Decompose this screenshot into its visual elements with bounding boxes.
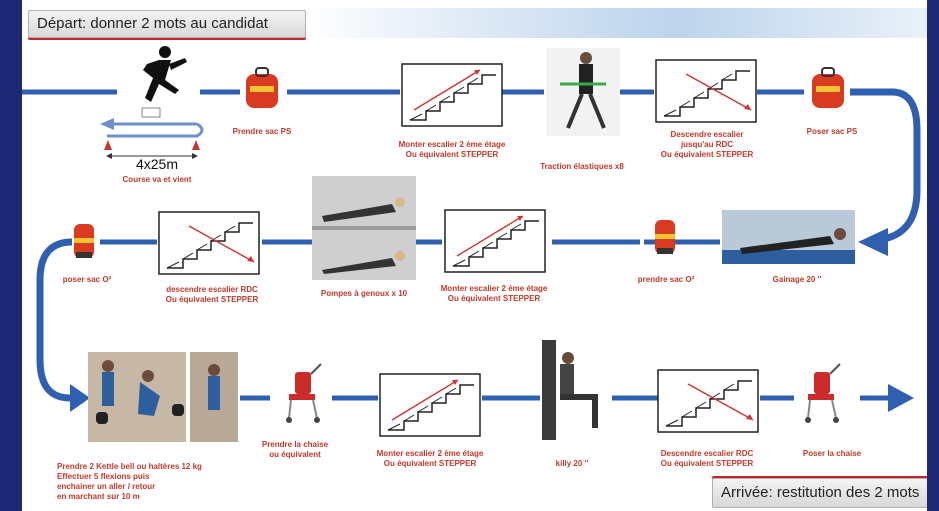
step-descend-line2: jusqu'au RDC xyxy=(680,140,734,149)
step-take-ps-bag: Prendre sac PS xyxy=(232,127,292,136)
step-drop-ps-bag: Poser sac PS xyxy=(806,127,858,136)
step-descend-stairs-label: Descendre escalier RDC Ou équivalent STE… xyxy=(652,449,762,469)
step-kettlebell-line2: Effectuer 5 flexions puis xyxy=(57,472,150,481)
row3-flow-line xyxy=(240,384,914,412)
stairs-down-icon xyxy=(158,211,260,275)
step-drop-chair: Poser la chaise xyxy=(802,449,862,458)
step-descend-line1: descendre escalier RDC xyxy=(166,285,258,294)
step-kettlebell-line4: en marchant sur 10 m xyxy=(57,492,140,501)
step-take-o2-bag: prendre sac O² xyxy=(637,275,695,284)
step-climb-stairs-label: Monter escalier 2 ème étage Ou équivalen… xyxy=(434,284,554,304)
step-wall-sit: killy 20 '' xyxy=(555,459,589,468)
step-climb-stairs-line2: Ou équivalent STEPPER xyxy=(383,459,477,468)
stairs-up-icon xyxy=(401,63,503,127)
start-banner: Départ: donner 2 mots au candidat xyxy=(28,10,306,38)
stairs-up-icon xyxy=(444,209,546,273)
wall-sit-photo xyxy=(542,340,598,440)
step-drop-o2-bag: poser sac O² xyxy=(62,275,112,284)
elastic-traction-photo xyxy=(546,48,620,136)
step-knee-pushups: Pompes à genoux x 10 xyxy=(320,289,408,298)
step-climb-stairs-line1: Monter escalier 2 ème étage xyxy=(376,449,484,458)
stairs-down-icon xyxy=(657,369,759,433)
shuttle-run-arrow-icon xyxy=(100,107,204,159)
header-band xyxy=(302,8,927,38)
stairs-up-icon xyxy=(379,373,481,437)
step-descend-line3: Ou équivalent STEPPER xyxy=(660,150,754,159)
stairs-down-icon xyxy=(655,59,757,123)
step-take-chair-label: Prendre la chaise ou équivalent xyxy=(250,440,340,460)
step-descend-line2: Ou équivalent STEPPER xyxy=(660,459,754,468)
flow-graphics xyxy=(22,46,921,442)
step-kettlebell-label: Prendre 2 Kettle bell ou haltères 12 kg … xyxy=(57,462,247,502)
step-climb-stairs-label: Monter escalier 2 ème étage Ou équivalen… xyxy=(392,140,512,160)
step-descend-stairs-label: Descendre escalier jusqu'au RDC Ou équiv… xyxy=(652,130,762,160)
step-climb-stairs-line2: Ou équivalent STEPPER xyxy=(447,294,541,303)
circuit-diagram: Départ: donner 2 mots au candidat xyxy=(22,0,927,511)
step-take-chair-line2: ou équivalent xyxy=(269,450,321,459)
end-banner: Arrivée: restitution des 2 mots xyxy=(712,478,927,508)
step-descend-line1: Descendre escalier xyxy=(670,130,744,139)
evacuation-chair-icon xyxy=(804,363,841,424)
evacuation-chair-icon xyxy=(285,363,322,424)
step-climb-stairs-line2: Ou équivalent STEPPER xyxy=(405,150,499,159)
step-descend-line1: Descendre escalier RDC xyxy=(660,449,754,458)
ps-bag-icon xyxy=(811,67,845,109)
step-plank: Gainage 20 '' xyxy=(772,275,822,284)
step-climb-stairs-line1: Monter escalier 2 ème étage xyxy=(398,140,506,149)
o2-bag-icon xyxy=(655,220,675,254)
step-climb-stairs-line1: Monter escalier 2 ème étage xyxy=(440,284,548,293)
ps-bag-icon xyxy=(245,67,279,109)
step-take-chair-line1: Prendre la chaise xyxy=(261,440,329,449)
o2-bag-icon xyxy=(74,224,94,258)
step-climb-stairs-label: Monter escalier 2 ème étage Ou équivalen… xyxy=(370,449,490,469)
step-descend-stairs-label: descendre escalier RDC Ou équivalent STE… xyxy=(157,285,267,305)
knee-pushups-photo xyxy=(312,176,416,280)
step-kettlebell-line3: enchainer un aller / retour xyxy=(57,482,156,491)
course-label: Course va et vient xyxy=(122,175,192,184)
row2-flow-line xyxy=(36,238,720,412)
step-kettlebell-line1: Prendre 2 Kettle bell ou haltères 12 kg xyxy=(57,462,202,471)
plank-photo xyxy=(722,210,855,264)
runner-icon xyxy=(143,46,187,102)
step-descend-line2: Ou équivalent STEPPER xyxy=(165,295,259,304)
row1-flow-line xyxy=(22,88,921,256)
kettlebell-squat-photos xyxy=(88,352,238,442)
step-elastic-traction: Traction élastiques x8 xyxy=(540,162,624,171)
course-distance: 4x25m xyxy=(135,156,179,172)
